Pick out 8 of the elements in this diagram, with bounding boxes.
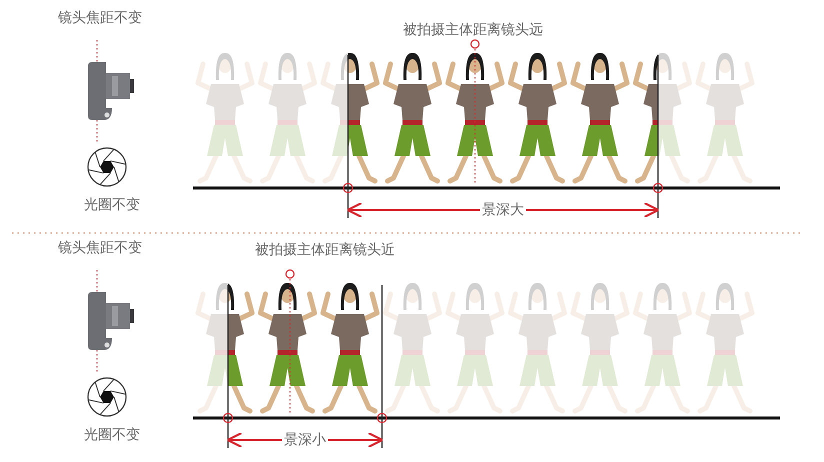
aperture-note: 光圈不变: [84, 197, 140, 213]
depth-of-field-label: 景深大: [480, 202, 526, 218]
aperture-note: 光圈不变: [84, 427, 140, 443]
subject-distance-note: 被拍摄主体距离镜头远: [403, 22, 543, 38]
depth-of-field-label: 景深小: [282, 432, 328, 448]
focal-length-note: 镜头焦距不变: [58, 10, 142, 26]
subject-distance-note: 被拍摄主体距离镜头近: [255, 242, 395, 258]
focal-length-note: 镜头焦距不变: [58, 240, 142, 256]
